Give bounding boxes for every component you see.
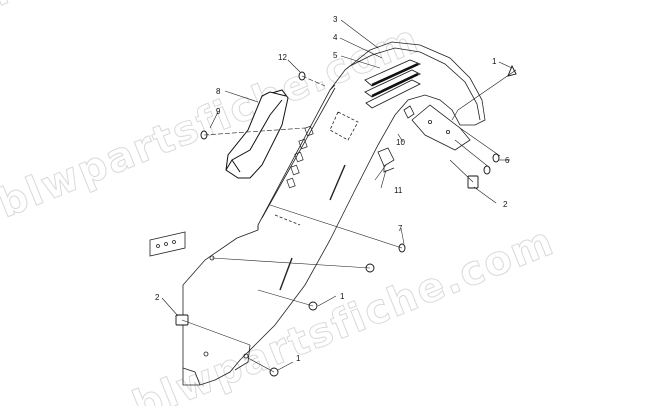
- callout-8: 8: [216, 87, 221, 96]
- callout-2-left: 2: [155, 293, 160, 302]
- callout-7: 7: [398, 224, 403, 233]
- callout-3: 3: [333, 15, 338, 24]
- callout-4: 4: [333, 33, 338, 42]
- callout-6: 6: [505, 156, 510, 165]
- watermark-bottom: blwpartsfiche.com: [127, 218, 562, 406]
- callout-5: 5: [333, 51, 338, 60]
- fender-body: [149, 41, 486, 386]
- side-rail-windows: [286, 125, 314, 189]
- grip-handle: [225, 89, 289, 179]
- callout-1-bottom: 1: [296, 354, 301, 363]
- callout-labels: 3 4 5 12 1 8 9 10 6 11 2 7 1 2 1: [155, 15, 510, 363]
- callout-10: 10: [396, 138, 405, 147]
- rear-bracket: [411, 104, 471, 151]
- callout-11: 11: [394, 186, 403, 195]
- callout-9: 9: [216, 107, 221, 116]
- callout-2-right: 2: [503, 200, 508, 209]
- callout-1-mid: 1: [340, 292, 345, 301]
- callout-12: 12: [278, 53, 287, 62]
- vent-grille: [364, 59, 422, 109]
- callout-1-top: 1: [492, 57, 497, 66]
- leader-lines: [161, 19, 517, 373]
